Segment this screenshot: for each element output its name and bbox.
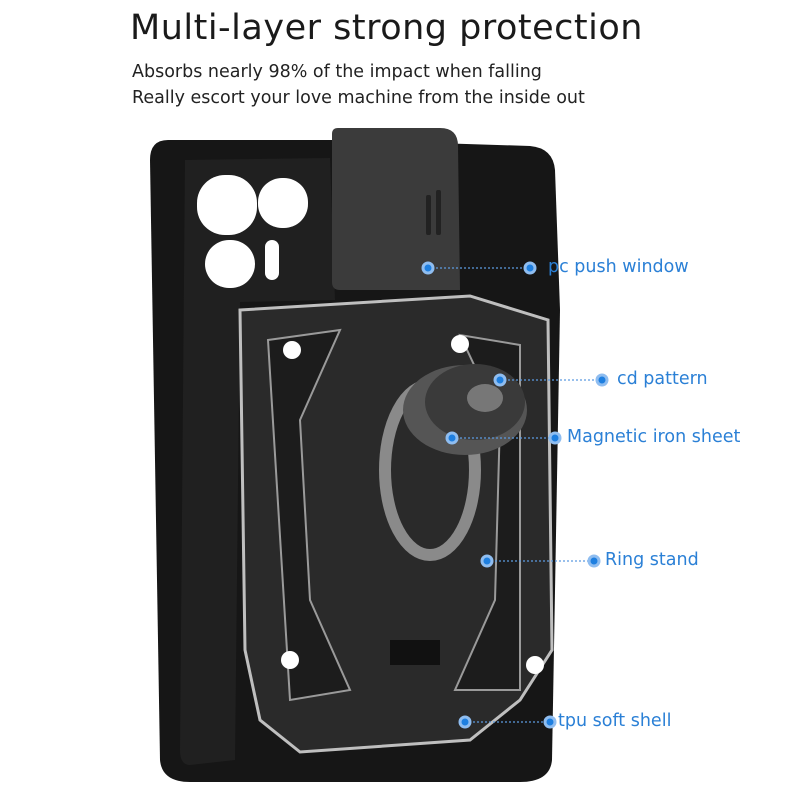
callout-dot	[493, 373, 507, 387]
callout-dot	[587, 554, 601, 568]
callout-dot	[595, 373, 609, 387]
camera-hole	[197, 175, 257, 235]
camera-hole	[205, 240, 255, 288]
callout-tpu-soft-shell: tpu soft shell	[558, 711, 672, 731]
callout-dot	[480, 554, 494, 568]
callout-dot	[445, 431, 459, 445]
callout-dot	[543, 715, 557, 729]
push-window	[332, 128, 460, 290]
callout-cd-pattern: cd pattern	[617, 369, 708, 389]
callout-ring-stand: Ring stand	[605, 550, 699, 570]
subtitle-line-2: Really escort your love machine from the…	[132, 88, 585, 108]
subtitle-line-1: Absorbs nearly 98% of the impact when fa…	[132, 62, 542, 82]
callout-pc-push-window: pc push window	[548, 257, 689, 277]
callout-dot	[421, 261, 435, 275]
page-title: Multi-layer strong protection	[130, 8, 643, 48]
camera-hole	[258, 178, 308, 228]
callout-dot	[523, 261, 537, 275]
callout-dot	[548, 431, 562, 445]
callout-magnetic-iron-sheet: Magnetic iron sheet	[567, 427, 741, 447]
callout-dot	[458, 715, 472, 729]
